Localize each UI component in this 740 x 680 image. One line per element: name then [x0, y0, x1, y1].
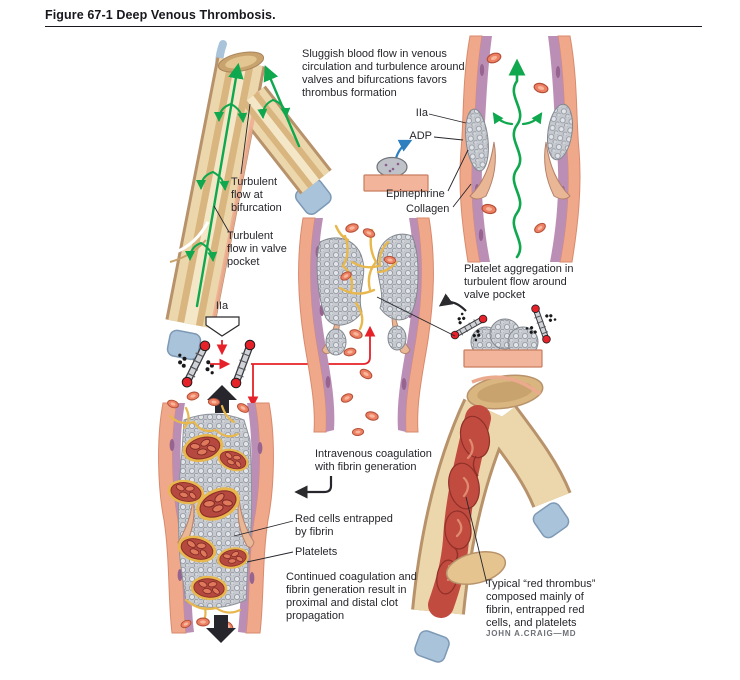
vessel-surface: [363, 174, 429, 192]
label-red-cells-entrapped: Red cells entrapped by fibrin: [295, 513, 393, 538]
red-blood-cell: [480, 202, 498, 216]
valve-cusp: [445, 550, 507, 586]
vein-platelet-fibrin: [298, 217, 434, 437]
adherent-platelet: [376, 156, 408, 178]
vein-bifurcation-open: [165, 40, 332, 361]
label-epinephrine: Epinephrine: [386, 188, 445, 200]
adp-release-arrow: [394, 139, 413, 159]
reference-arrow: [438, 293, 467, 312]
label-factor-iia-reaction: IIa: [215, 300, 229, 312]
fibrin-web: [334, 224, 398, 331]
note-sluggish-flow: Sluggish blood flow in venous circulatio…: [302, 48, 465, 99]
label-turbulent-valve-pocket: Turbulent flow in valve pocket: [227, 230, 287, 268]
fibrin-web-top: [168, 404, 240, 438]
thrombin-funnel: [205, 316, 240, 337]
red-blood-cell: [532, 81, 550, 95]
vein-blue-stump-bottom: [414, 630, 450, 663]
entrapped-red-cell-clump: [189, 574, 229, 602]
red-thrombus-mass: [428, 405, 491, 618]
valve-leaflet-right: [544, 141, 571, 200]
title-rule: [45, 26, 702, 27]
label-collagen: Collagen: [406, 203, 450, 215]
green-turbulent-arrow: [492, 58, 543, 259]
platelet-mass-left: [316, 237, 365, 326]
note-red-thrombus: Typical “red thrombus” composed mainly o…: [486, 578, 596, 629]
vein-blue-stump-bottom: [166, 329, 202, 361]
note-continued-coagulation: Continued coagulation and fibrin generat…: [286, 571, 417, 622]
vein-red-thrombus: [411, 374, 572, 663]
valve-cusp-highlight: [175, 221, 210, 254]
fibrin-connector-up: [251, 325, 376, 365]
note-platelet-aggregation: Platelet aggregation in turbulent flow a…: [464, 263, 574, 301]
figure-title: Figure 67-1 Deep Venous Thrombosis.: [45, 8, 276, 22]
platelet-cluster-left: [465, 108, 489, 172]
vein-propagating-clot: [158, 390, 274, 643]
label-adp: ADP: [409, 130, 432, 142]
vessel-surface: [463, 349, 543, 368]
coagulation-reference-arrow: [294, 476, 333, 499]
propagation-arrow-down: [206, 615, 236, 643]
coagulation-reaction-diagram: [175, 316, 376, 413]
platelet-aggregate-diagram: [438, 293, 565, 368]
label-platelets: Platelets: [295, 546, 338, 558]
platelet-cluster-right: [546, 103, 574, 161]
vein-valve-pockets: [459, 35, 581, 263]
red-blood-cell: [532, 221, 548, 235]
artist-signature: JOHN A.CRAIG—MD: [486, 629, 577, 638]
label-factor-iia: IIa: [415, 107, 428, 119]
valve-leaflet-left: [469, 141, 496, 200]
platelet-adhesion-diagram: [363, 139, 429, 192]
label-turbulent-bifurcation: Turbulent flow at bifurcation: [231, 176, 282, 214]
green-flow-arrows: [185, 62, 301, 308]
platelet-mass-right: [376, 233, 419, 321]
note-intravenous-coagulation: Intravenous coagulation with fibrin gene…: [315, 448, 432, 473]
vein-blue-stump-branch: [532, 502, 570, 539]
propagation-arrow-up: [207, 385, 237, 413]
leader-lines: [213, 103, 488, 585]
